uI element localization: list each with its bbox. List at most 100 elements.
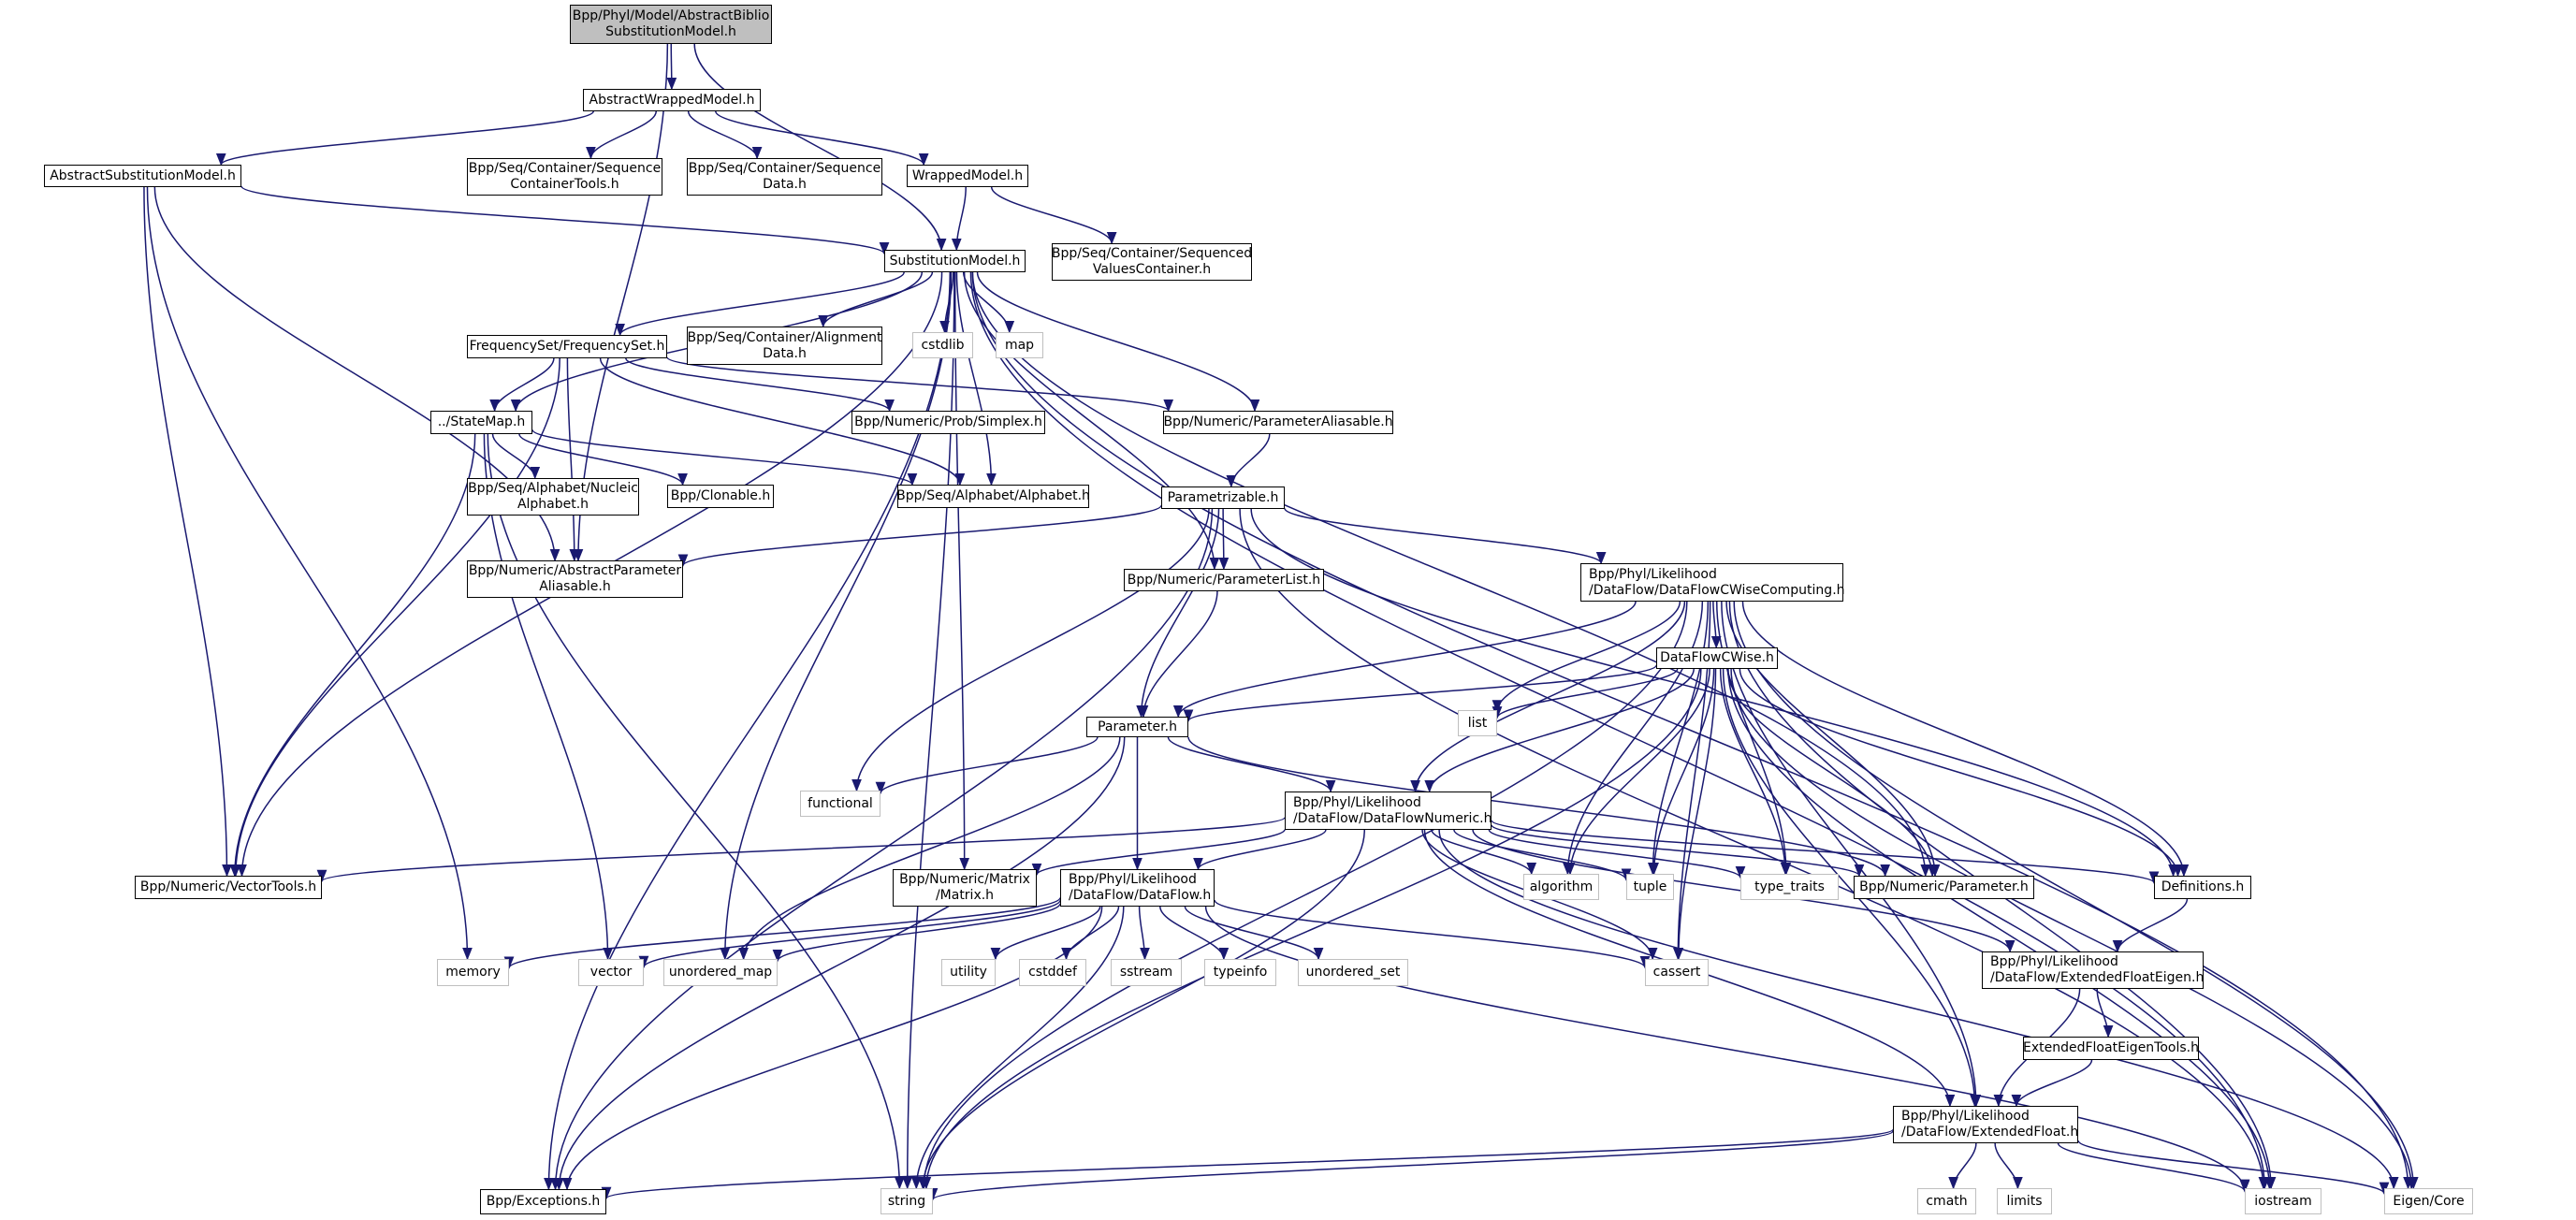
edge-dfn-to-tuple xyxy=(1453,829,1632,881)
node-exc[interactable]: Bpp/Exceptions.h xyxy=(480,1189,606,1214)
node-alpha[interactable]: Bpp/Seq/Alphabet/Alphabet.h xyxy=(896,485,1090,508)
edge-ptz-to-dfcwc xyxy=(1284,507,1607,565)
node-cstdlib[interactable]: cstdlib xyxy=(912,332,973,358)
node-defs[interactable]: Definitions.h xyxy=(2154,876,2251,899)
node-cassert[interactable]: cassert xyxy=(1645,959,1709,986)
node-plist[interactable]: Bpp/Numeric/ParameterList.h xyxy=(1124,569,1324,591)
node-wm[interactable]: WrappedModel.h xyxy=(907,165,1028,187)
node-root: Bpp/Phyl/Model/AbstractBiblio Substituti… xyxy=(570,5,772,44)
node-df[interactable]: Bpp/Phyl/Likelihood /DataFlow/DataFlow.h xyxy=(1060,869,1215,907)
edge-param-to-umap xyxy=(738,736,1121,961)
edge-awm-to-sct xyxy=(586,110,657,160)
edge-df-to-cassert xyxy=(1214,899,1651,969)
edge-dfcw-to-algorithm xyxy=(1565,668,1710,876)
node-dfcwc[interactable]: Bpp/Phyl/Likelihood /DataFlow/DataFlowCW… xyxy=(1580,563,1845,602)
edge-df-to-sstream xyxy=(1138,906,1150,961)
node-map[interactable]: map xyxy=(996,332,1043,358)
node-umap[interactable]: unordered_map xyxy=(663,959,778,986)
node-list[interactable]: list xyxy=(1458,710,1497,736)
edge-wm-to-svc xyxy=(990,186,1117,245)
node-utility[interactable]: utility xyxy=(941,959,996,986)
node-fs[interactable]: FrequencySet/FrequencySet.h xyxy=(467,335,667,358)
node-efet[interactable]: ExtendedFloatEigenTools.h xyxy=(2023,1037,2199,1060)
edge-sm-to-pal xyxy=(976,271,1260,413)
edge-dfn-to-defs xyxy=(1491,820,2160,884)
edge-fs-to-stm xyxy=(489,357,555,413)
node-stm[interactable]: ../StateMap.h xyxy=(430,411,532,434)
edge-dfcw-to-nparam xyxy=(1726,668,1938,878)
edge-ptz-to-exc xyxy=(550,508,1214,1191)
edge-dfn-to-eigen xyxy=(1438,829,2399,1190)
edge-asm-to-sm xyxy=(240,185,890,255)
node-typeinfo[interactable]: typeinfo xyxy=(1204,959,1276,986)
edge-dfcw-to-defs xyxy=(1739,668,2183,878)
node-nparam[interactable]: Bpp/Numeric/Parameter.h xyxy=(1854,876,2034,899)
edge-dfn-to-nparam xyxy=(1491,824,1865,878)
node-ptz[interactable]: Parametrizable.h xyxy=(1161,487,1285,509)
node-uset[interactable]: unordered_set xyxy=(1298,959,1408,986)
node-type-traits[interactable]: type_traits xyxy=(1740,874,1839,900)
edge-dfcwc-to-dfcw xyxy=(1710,601,1722,649)
edge-stm-to-alpha xyxy=(531,428,918,487)
edge-sm-to-string xyxy=(902,271,955,1190)
edge-ef-to-eigen xyxy=(2077,1140,2390,1196)
node-simplex[interactable]: Bpp/Numeric/Prob/Simplex.h xyxy=(851,411,1045,434)
node-eigen[interactable]: Eigen/Core xyxy=(2384,1188,2473,1214)
edge-fs-to-apa xyxy=(566,357,580,562)
edge-param-to-exc xyxy=(554,736,1126,1191)
edge-df-to-string xyxy=(910,906,1125,1190)
node-limits[interactable]: limits xyxy=(1997,1188,2052,1214)
edge-df-to-umap xyxy=(772,903,1061,963)
edge-ptz-to-apa xyxy=(677,504,1162,567)
node-clon[interactable]: Bpp/Clonable.h xyxy=(667,485,774,508)
edge-layer xyxy=(143,43,2419,1201)
node-ad[interactable]: Bpp/Seq/Container/Alignment Data.h xyxy=(687,327,882,365)
edge-dfn-to-matrix xyxy=(1031,828,1286,877)
node-algorithm[interactable]: algorithm xyxy=(1523,874,1599,900)
edge-param-to-functional xyxy=(875,736,1099,795)
edge-ptz-to-plist xyxy=(1218,508,1230,571)
node-ef[interactable]: Bpp/Phyl/Likelihood /DataFlow/ExtendedFl… xyxy=(1893,1106,2078,1143)
node-dfcw[interactable]: DataFlowCWise.h xyxy=(1656,647,1778,669)
edge-awm-to-wm xyxy=(715,110,929,167)
edge-sm-to-ad xyxy=(818,271,934,328)
edge-ef-to-exc xyxy=(602,1128,1894,1200)
node-vt[interactable]: Bpp/Numeric/VectorTools.h xyxy=(135,876,322,899)
node-sd[interactable]: Bpp/Seq/Container/Sequence Data.h xyxy=(687,158,882,196)
node-sct[interactable]: Bpp/Seq/Container/Sequence ContainerTool… xyxy=(467,158,662,196)
node-awm[interactable]: AbstractWrappedModel.h xyxy=(583,89,761,111)
node-cstddef[interactable]: cstddef xyxy=(1019,959,1086,986)
node-param[interactable]: Parameter.h xyxy=(1086,717,1188,737)
node-cmath[interactable]: cmath xyxy=(1917,1188,1976,1214)
node-sstream[interactable]: sstream xyxy=(1111,959,1182,986)
node-apa[interactable]: Bpp/Numeric/AbstractParameter Aliasable.… xyxy=(467,560,683,598)
edge-awm-to-asm xyxy=(216,110,594,167)
edge-dfcw-to-type_traits xyxy=(1719,668,1791,876)
node-nuc[interactable]: Bpp/Seq/Alphabet/Nucleic Alphabet.h xyxy=(467,478,639,516)
node-string[interactable]: string xyxy=(880,1188,933,1214)
edge-fs-to-alpha xyxy=(599,357,966,487)
node-memory[interactable]: memory xyxy=(437,959,509,986)
edge-fs-to-simplex xyxy=(625,357,895,413)
edge-fs-to-pal xyxy=(666,356,1173,413)
node-tuple[interactable]: tuple xyxy=(1626,874,1674,900)
node-matrix[interactable]: Bpp/Numeric/Matrix /Matrix.h xyxy=(893,869,1037,907)
edge-dfcwc-to-dfn xyxy=(1410,601,1686,793)
node-vector[interactable]: vector xyxy=(578,959,644,986)
node-dfn[interactable]: Bpp/Phyl/Likelihood /DataFlow/DataFlowNu… xyxy=(1285,792,1492,830)
edge-root-to-awm xyxy=(666,43,677,91)
node-pal[interactable]: Bpp/Numeric/ParameterAliasable.h xyxy=(1163,411,1393,434)
node-sm[interactable]: SubstitutionModel.h xyxy=(884,250,1026,272)
edge-df-to-memory xyxy=(503,896,1061,969)
node-svc[interactable]: Bpp/Seq/Container/Sequenced ValuesContai… xyxy=(1052,243,1252,281)
node-functional[interactable]: functional xyxy=(800,791,880,817)
edge-dfcwc-to-string xyxy=(918,601,1688,1190)
node-efe[interactable]: Bpp/Phyl/Likelihood /DataFlow/ExtendedFl… xyxy=(1982,951,2204,989)
edge-dfcw-to-string xyxy=(921,668,1702,1190)
edge-dfn-to-df xyxy=(1193,829,1327,871)
edge-sm-to-nparam xyxy=(971,271,1931,878)
node-iostream[interactable]: iostream xyxy=(2245,1188,2321,1214)
node-asm[interactable]: AbstractSubstitutionModel.h xyxy=(44,165,241,187)
edge-dfcw-to-tuple xyxy=(1649,668,1715,876)
edge-ef-to-iostream xyxy=(2057,1142,2250,1193)
